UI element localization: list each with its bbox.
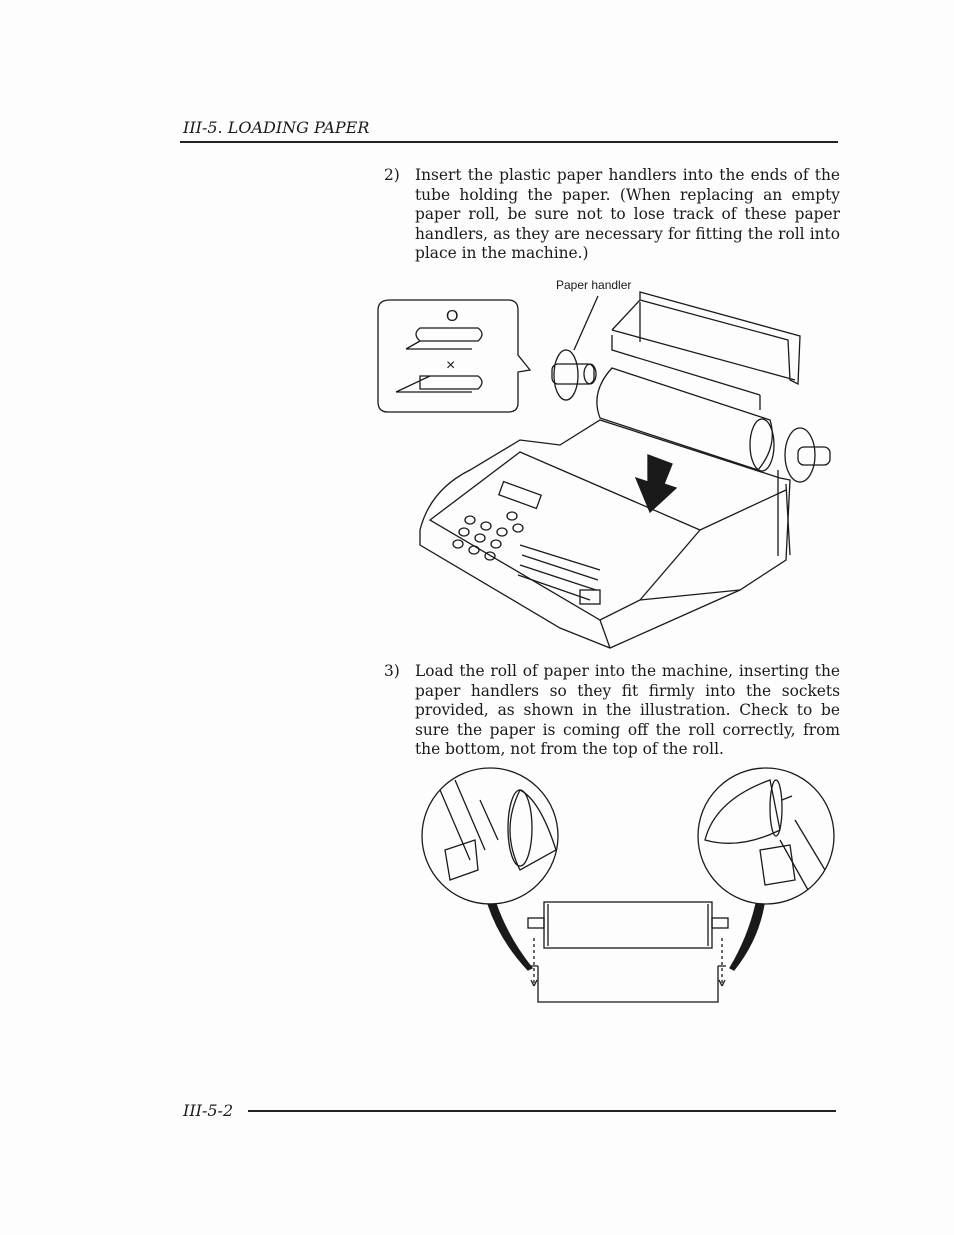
step-2: 2) Insert the plastic paper handlers int… [384, 166, 840, 264]
step-2-text: Insert the plastic paper handlers into t… [415, 166, 840, 262]
right-socket-detail [697, 767, 835, 905]
inset-correct-roll [405, 327, 483, 350]
right-pointer [729, 903, 765, 971]
page-number: III-5-2 [183, 1101, 234, 1120]
caption-leader-line [573, 295, 599, 351]
fax-display [497, 480, 543, 510]
machine-back [611, 302, 761, 410]
step-3: 3) Load the roll of paper into the machi… [384, 662, 840, 760]
roll-socket-frame [530, 938, 726, 1003]
step-3-text: Load the roll of paper into the machine,… [415, 662, 840, 758]
page-header-title: III-5. LOADING PAPER [183, 118, 370, 137]
machine-body [419, 419, 791, 649]
inset-callout-box [377, 299, 532, 413]
one-touch-keys [517, 544, 601, 605]
step-2-number: 2) [384, 166, 400, 184]
footer-rule [248, 1110, 836, 1112]
left-paper-handler [551, 349, 597, 401]
left-socket-detail [421, 767, 559, 905]
loading-arrow [634, 454, 678, 514]
keypad-buttons [452, 511, 524, 561]
inset-wrong-mark: × [446, 357, 455, 374]
inset-wrong-roll [395, 375, 483, 393]
inset-correct-mark: O [446, 308, 458, 325]
step-3-number: 3) [384, 662, 400, 680]
paper-handler-caption: Paper handler [556, 278, 632, 292]
machine-lid [611, 291, 801, 386]
control-panel [428, 451, 702, 621]
paper-roll [596, 367, 775, 472]
right-paper-handler [784, 427, 831, 483]
header-rule [180, 141, 838, 143]
bottom-paper-roll [527, 901, 729, 949]
left-pointer [487, 903, 534, 971]
